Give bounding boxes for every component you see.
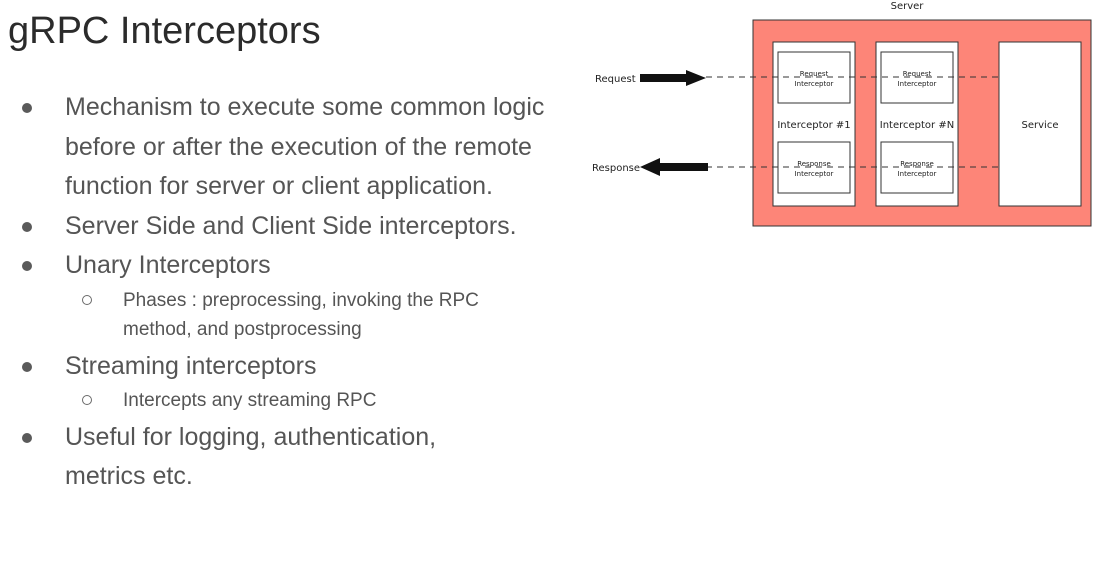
resp-interceptor-1-line1: Response xyxy=(797,160,831,168)
service-label: Service xyxy=(1022,120,1059,131)
bullet-dot-icon xyxy=(22,103,32,113)
interceptor-diagram: Server Request Response xyxy=(580,0,1100,240)
sub-bullet-item: Intercepts any streaming RPC xyxy=(0,386,580,416)
sub-bullet-item: Phases : preprocessing, invoking the RPC… xyxy=(0,286,580,345)
interceptor-1-label: Interceptor #1 xyxy=(777,120,850,131)
req-interceptor-n-line2: Interceptor xyxy=(898,80,937,88)
bullet-dot-icon xyxy=(22,261,32,271)
request-arrow-icon xyxy=(640,70,706,86)
bullet-dot-icon xyxy=(22,221,32,232)
response-arrow-icon xyxy=(640,158,708,176)
bullet-text-mechanism: Mechanism to execute some common logic b… xyxy=(65,93,545,200)
req-interceptor-1-line2: Interceptor xyxy=(795,80,834,88)
sub-bullet-ring-icon xyxy=(82,395,92,405)
resp-interceptor-n-line2: Interceptor xyxy=(898,170,937,178)
server-label: Server xyxy=(891,1,925,12)
bullet-text-unary: Unary Interceptors xyxy=(65,251,271,279)
bullet-text-useful: Useful for logging, authentication, metr… xyxy=(65,422,437,491)
sub-bullet-ring-icon xyxy=(82,294,92,305)
req-interceptor-n-line1: Request xyxy=(903,70,932,78)
bullet-item: Useful for logging, authentication, metr… xyxy=(0,418,580,497)
bullet-item: Unary Interceptors xyxy=(0,246,580,286)
sub-bullet-text-streaming: Intercepts any streaming RPC xyxy=(123,390,377,411)
bullet-item: Server Side and Client Side interceptors… xyxy=(0,207,580,247)
service-box xyxy=(998,41,1082,207)
bullet-text-streaming: Streaming interceptors xyxy=(65,351,317,380)
bullet-dot-icon xyxy=(22,432,32,443)
bullet-list: Mechanism to execute some common logic b… xyxy=(0,88,580,497)
interceptor-n-label: Interceptor #N xyxy=(880,120,954,131)
diagram-svg: Server Request Response xyxy=(592,1,1092,227)
bullet-dot-icon xyxy=(22,361,32,372)
sub-bullet-text-phases: Phases : preprocessing, invoking the RPC… xyxy=(123,289,479,341)
request-label: Request xyxy=(595,74,636,85)
slide-title: gRPC Interceptors xyxy=(8,10,321,52)
resp-interceptor-1-line2: Interceptor xyxy=(795,170,834,178)
resp-interceptor-n-line1: Response xyxy=(900,160,934,168)
response-label: Response xyxy=(592,163,640,174)
bullet-item: Mechanism to execute some common logic b… xyxy=(0,88,580,207)
req-interceptor-1-line1: Request xyxy=(800,70,829,78)
bullet-text-server-client: Server Side and Client Side interceptors… xyxy=(65,211,517,240)
bullet-item: Streaming interceptors xyxy=(0,347,580,387)
